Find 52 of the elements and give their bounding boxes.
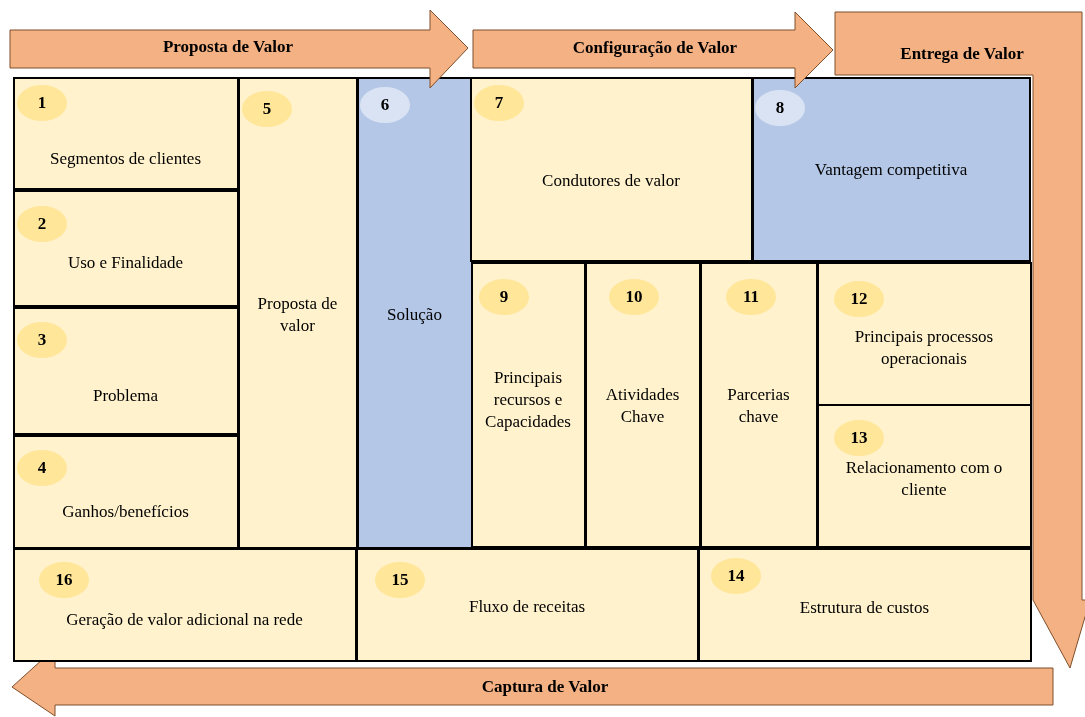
- block-title: Proposta de valor: [256, 292, 339, 337]
- number-badge: 15: [375, 562, 425, 598]
- number-badge: 5: [242, 91, 292, 127]
- block-title: Problema: [91, 384, 160, 407]
- block-title: Segmentos de clientes: [48, 147, 203, 170]
- number-badge: 9: [479, 279, 529, 315]
- number-badge: 3: [17, 322, 67, 358]
- canvas-block: [356, 548, 699, 662]
- block-title: Ganhos/benefícios: [61, 500, 190, 523]
- block-title: Fluxo de receitas: [467, 595, 587, 618]
- block-title: Atividades Chave: [604, 383, 681, 428]
- canvas-block: [357, 77, 473, 549]
- block-title: Condutores de valor: [541, 169, 681, 192]
- canvas-block: [698, 548, 1032, 662]
- arrow-label: Captura de Valor: [481, 677, 609, 697]
- number-badge: 2: [17, 206, 67, 242]
- canvas-block: [817, 404, 1032, 548]
- arrow-label: Entrega de Valor: [900, 44, 1024, 64]
- number-badge: 4: [17, 450, 67, 486]
- canvas-block: [13, 548, 357, 662]
- canvas-block: [13, 77, 239, 190]
- block-title: Uso e Finalidade: [66, 251, 185, 274]
- number-badge: 7: [474, 85, 524, 121]
- arrow-label: Configuração de Valor: [572, 38, 738, 58]
- number-badge: 8: [755, 90, 805, 126]
- number-badge: 11: [726, 279, 776, 315]
- canvas-block: [700, 262, 818, 548]
- block-title: Geração de valor adicional na rede: [65, 608, 304, 631]
- block-title: Relacionamento com o cliente: [844, 456, 1004, 501]
- number-badge: 14: [711, 558, 761, 594]
- number-badge: 16: [39, 562, 89, 598]
- block-title: Principais processos operacionais: [853, 325, 995, 370]
- number-badge: 1: [17, 85, 67, 121]
- canvas-block: [238, 77, 358, 549]
- canvas-block: [585, 262, 701, 548]
- canvas-block: [470, 77, 753, 262]
- canvas-block: [471, 262, 586, 548]
- number-badge: 13: [834, 420, 884, 456]
- number-badge: 12: [834, 281, 884, 317]
- canvas-block: [752, 77, 1031, 262]
- block-title: Estrutura de custos: [798, 596, 931, 619]
- number-badge: 6: [360, 87, 410, 123]
- block-title: Vantagem competitiva: [813, 158, 969, 181]
- canvas-block: [817, 262, 1032, 406]
- arrow-label: Proposta de Valor: [163, 37, 293, 57]
- canvas-block: [13, 435, 239, 549]
- canvas-block: [13, 307, 239, 435]
- number-badge: 10: [609, 279, 659, 315]
- canvas-block: [13, 190, 239, 307]
- block-title: Principais recursos e Capacidades: [484, 366, 572, 434]
- block-title: Solução: [386, 303, 443, 326]
- block-title: Parcerias chave: [726, 383, 791, 428]
